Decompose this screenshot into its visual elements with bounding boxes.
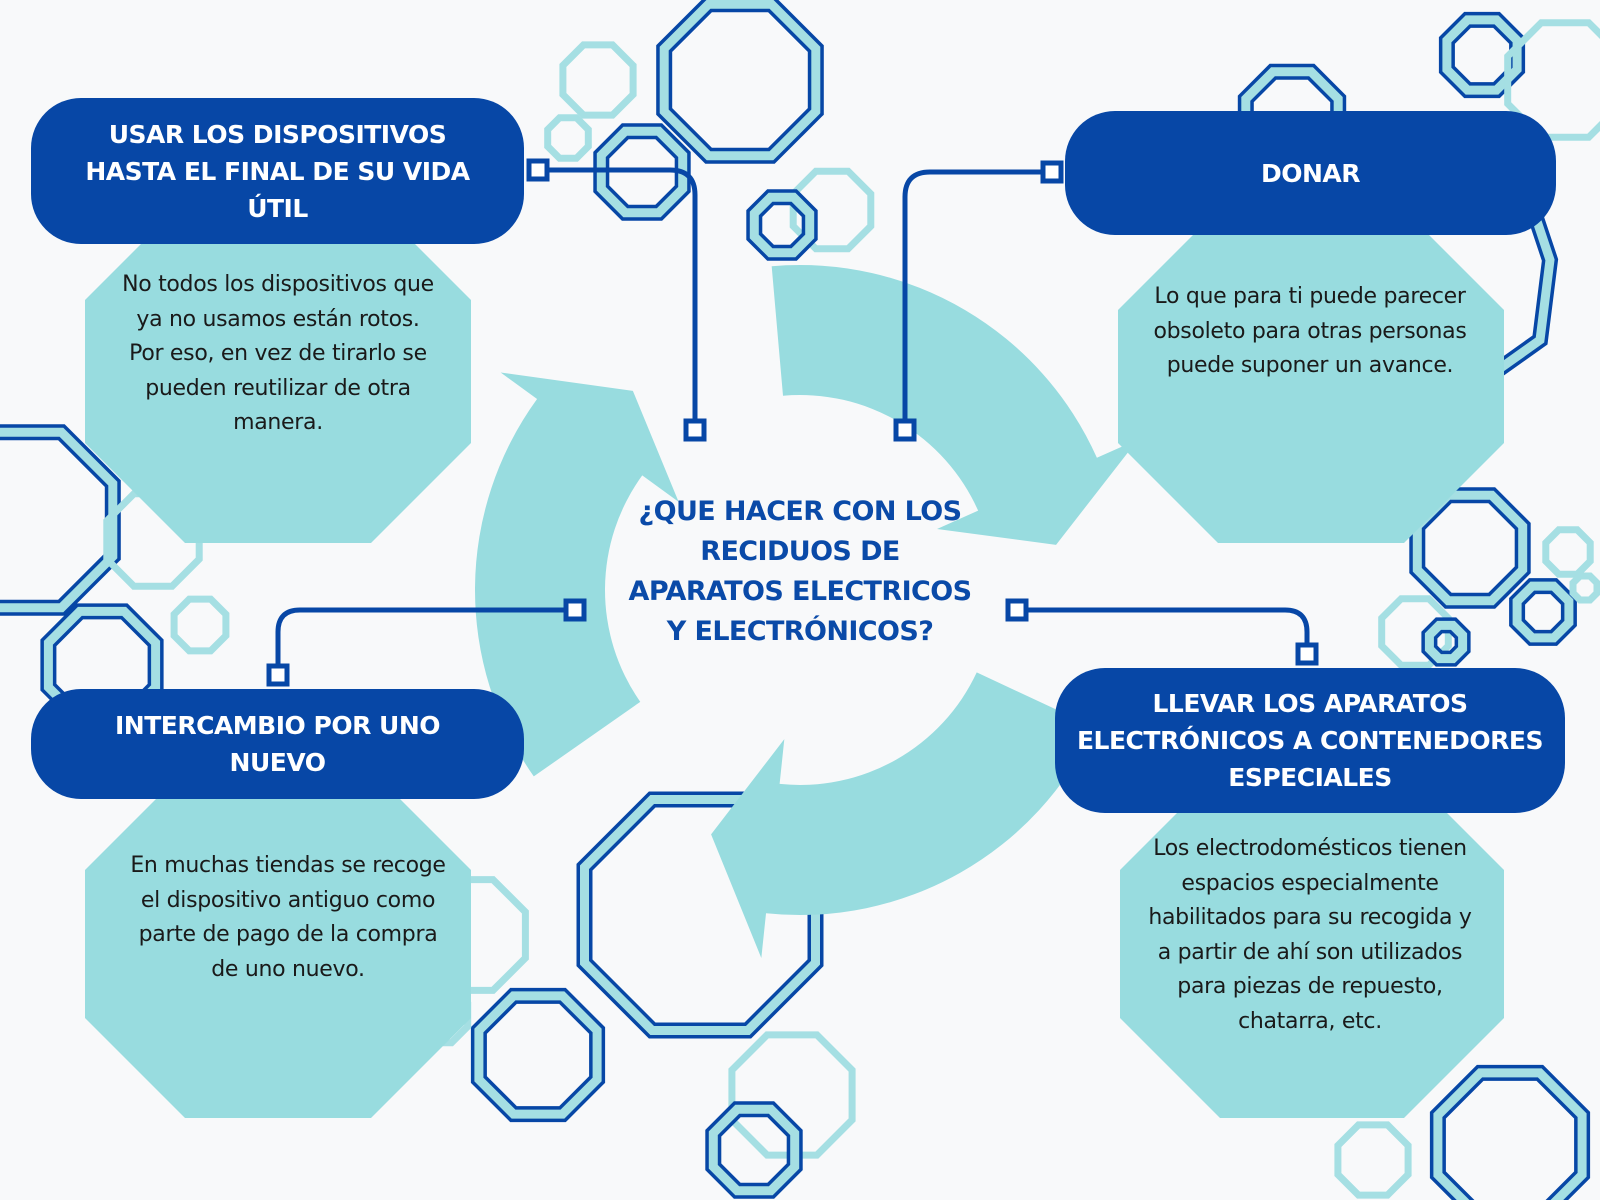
octagon-ring-icon [1542, 526, 1594, 578]
heading-usar: USAR LOS DISPOSITIVOS HASTA EL FINAL DE … [31, 98, 524, 244]
desc-donar: Lo que para ti puede parecer obsoleto pa… [1153, 284, 1467, 378]
card-usar [85, 200, 471, 543]
octagon-ring-icon [1378, 595, 1452, 669]
octagon-ring-icon [596, 126, 688, 218]
connector-node-icon [1005, 598, 1029, 622]
connector-node-icon [1295, 642, 1319, 666]
octagon-cards [85, 200, 1504, 1118]
recycle-arrow-3 [474, 372, 679, 777]
octagon-ring-icon [559, 41, 637, 119]
heading-usar-text: USAR LOS DISPOSITIVOS HASTA EL FINAL DE … [85, 119, 470, 223]
octagon-ring-icon [1442, 15, 1522, 95]
recycle-arrow-2 [711, 672, 1095, 958]
connector-node-icon [563, 598, 587, 622]
connector-line [275, 607, 575, 675]
heading-donar-text: DONAR [1260, 158, 1361, 188]
connector-lines [266, 158, 1319, 687]
connector-line [1017, 607, 1310, 654]
heading-llevar-text: LLEVAR LOS APARATOS ELECTRÓNICOS A CONTE… [1076, 689, 1544, 792]
octagon-ring-icon [708, 1104, 800, 1196]
heading-intercambio-text: INTERCAMBIO POR UNO NUEVO [115, 711, 441, 777]
octagon-ring-icon [1492, 213, 1555, 376]
heading-intercambio: INTERCAMBIO POR UNO NUEVO [31, 689, 524, 799]
heading-donar: DONAR [1065, 111, 1556, 235]
octagon-ring-icon [170, 595, 230, 655]
octagon-ring-icon [0, 427, 118, 613]
recycle-arrows [474, 265, 1139, 958]
connector-node-icon [266, 663, 290, 687]
desc-usar: No todos los dispositivos que ya no usam… [122, 272, 434, 435]
card-donar [1118, 210, 1504, 543]
recycle-arrow-1 [771, 265, 1139, 545]
octagon-ring-icon [1424, 620, 1468, 664]
connector-node-icon [526, 158, 550, 182]
card-intercambio [85, 770, 471, 1118]
connector-node-icon [683, 418, 707, 442]
desc-llevar: Los electrodomésticos tienen espacios es… [1148, 836, 1472, 1034]
octagon-ring-icon [1569, 572, 1600, 604]
card-llevar [1120, 770, 1504, 1118]
connector-node-icon [1040, 160, 1064, 184]
desc-intercambio: En muchas tiendas se recoge el dispositi… [130, 853, 446, 982]
octagon-ring-icon [1334, 1121, 1412, 1199]
connector-node-icon [893, 418, 917, 442]
connector-line [902, 169, 1052, 430]
octagon-ring-icon [1504, 19, 1600, 141]
octagon-ring-icon [1512, 581, 1574, 643]
heading-llevar: LLEVAR LOS APARATOS ELECTRÓNICOS A CONTE… [1055, 668, 1565, 813]
octagon-ring-icon [749, 192, 815, 258]
octagon-ring-icon [659, 0, 821, 161]
central-title: ¿QUE HACER CON LOS RECIDUOS DE APARATOS … [628, 496, 972, 647]
octagon-ring-icon [1433, 1068, 1587, 1200]
octagon-ring-icon [0, 424, 121, 616]
octagon-ring-icon [474, 991, 602, 1119]
connector-line [538, 167, 698, 430]
octagon-ring-icon [544, 114, 592, 162]
